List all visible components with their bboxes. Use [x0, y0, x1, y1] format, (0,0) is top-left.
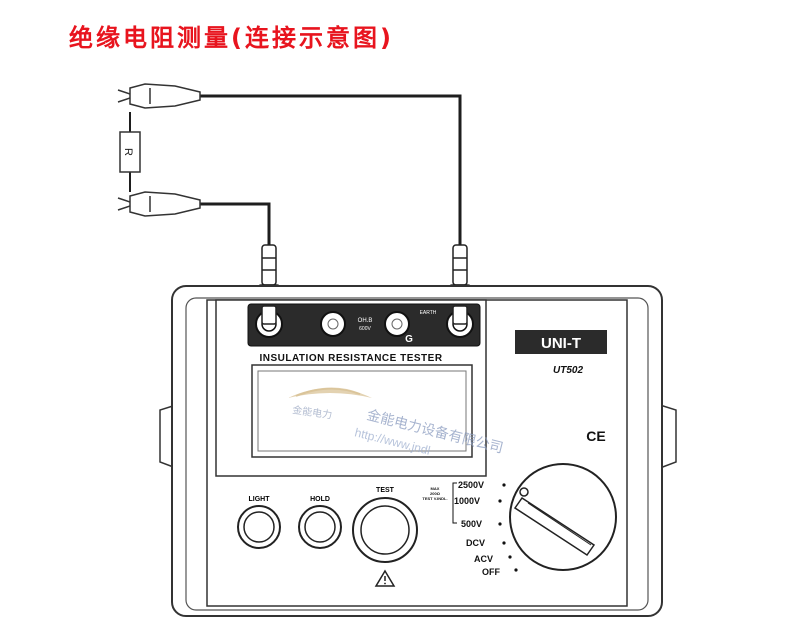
right-ear — [659, 404, 677, 469]
terminal-label-ohb: OH.B — [358, 318, 373, 324]
test-leads — [129, 94, 462, 245]
alligator-clip-lower — [117, 191, 201, 217]
lead-wire-right — [200, 94, 462, 245]
terminal-block: OH.B 600V G EARTH — [247, 303, 481, 347]
warning-triangle-icon — [374, 569, 396, 587]
terminal-label-g: G — [405, 334, 413, 345]
lead-wire-left — [200, 202, 271, 245]
hold-button-label: HOLD — [310, 496, 330, 503]
terminal-label-600v: 600V — [359, 326, 371, 332]
test-button-label: TEST — [376, 487, 395, 494]
dial-position-1000v: 1000V — [454, 496, 480, 506]
dial-position-off: OFF — [482, 567, 500, 577]
dial-note-3: TEST V.INDL. — [422, 496, 447, 501]
test-button[interactable]: TEST — [352, 487, 418, 563]
panel-label: INSULATION RESISTANCE TESTER — [259, 353, 442, 364]
dial-position-dots — [498, 483, 518, 572]
model-label: UT502 — [553, 365, 583, 376]
hold-button[interactable]: HOLD — [298, 496, 342, 549]
light-button[interactable]: LIGHT — [237, 496, 281, 549]
dial-scale: MAX 200Ω TEST V.INDL. 2500V 1000V 500V D… — [422, 480, 518, 577]
page-title: 绝缘电阻测量(连接示意图) — [69, 24, 394, 52]
dial-position-500v: 500V — [461, 519, 482, 529]
brand-badge: UNI-T — [515, 330, 607, 354]
plug-heads — [261, 305, 468, 325]
dial-position-acv: ACV — [474, 554, 493, 564]
light-button-label: LIGHT — [249, 496, 271, 503]
rotary-switch[interactable] — [509, 463, 617, 571]
dial-position-dcv: DCV — [466, 538, 485, 548]
brand-label: UNI-T — [541, 335, 581, 352]
terminal-label-earth: EARTH — [420, 310, 437, 316]
ce-mark: CE — [586, 428, 605, 444]
alligator-clip-upper — [117, 83, 201, 109]
dial-position-2500v: 2500V — [458, 480, 484, 490]
dial-note-2: 200Ω — [430, 491, 441, 496]
resistor: R — [119, 131, 141, 173]
dial-note-1: MAX — [431, 486, 440, 491]
resistor-symbol: R — [122, 148, 134, 156]
